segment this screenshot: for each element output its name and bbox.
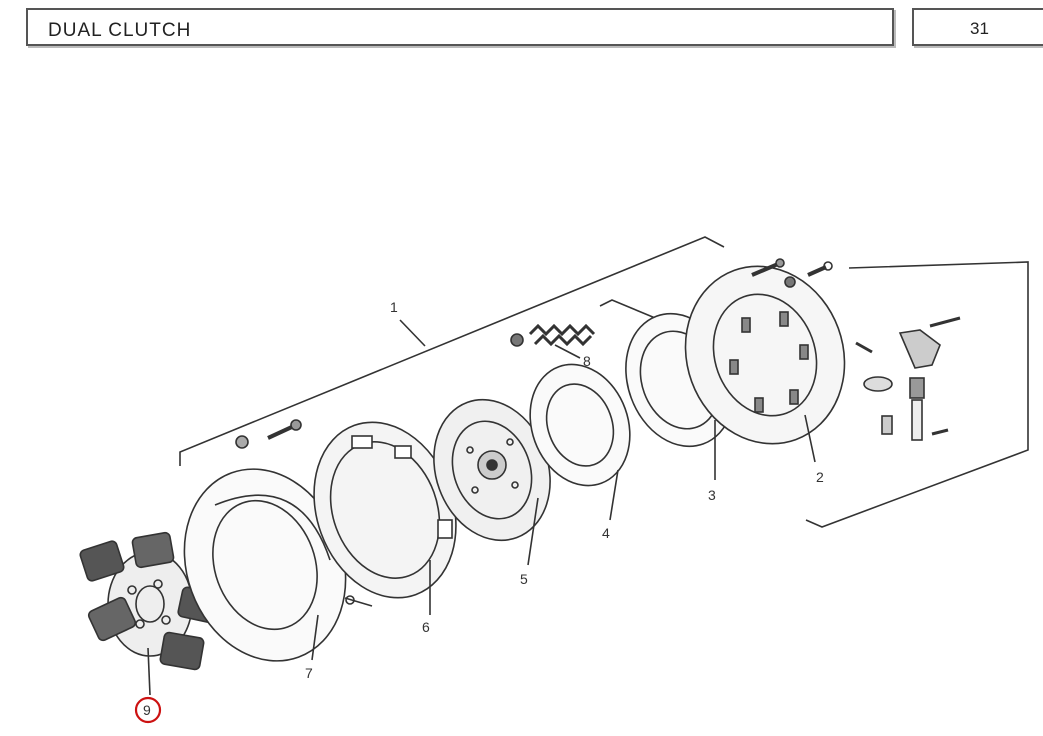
callout-leader-7 (311, 614, 319, 661)
callout-9: 9 (143, 702, 151, 718)
callout-6: 6 (422, 619, 430, 635)
title-box: DUAL CLUTCH (26, 8, 894, 46)
page-title: DUAL CLUTCH (48, 20, 192, 41)
callout-1: 1 (390, 299, 398, 315)
part-9-paddle-disc (79, 531, 221, 671)
part-8-springs (510, 323, 596, 347)
callout-leader-2 (804, 414, 816, 463)
highlight-circle-9 (134, 696, 162, 724)
part-4-friction-plate (529, 363, 631, 487)
callout-leader-1 (399, 319, 426, 347)
part-2-housing (684, 265, 846, 445)
callout-2: 2 (816, 469, 824, 485)
callout-3: 3 (708, 487, 716, 503)
right-bracket (805, 261, 1029, 528)
part-6-cover (313, 421, 457, 599)
assembly-bracket (179, 236, 725, 466)
page-number-box: 31 (912, 8, 1043, 46)
callout-leader-5 (527, 497, 539, 566)
sub-bracket (599, 299, 661, 321)
callout-5: 5 (520, 571, 528, 587)
callout-leader-9 (147, 647, 151, 696)
bolts-hardware (235, 258, 961, 449)
callout-leader-8 (554, 344, 581, 359)
part-7-ring (183, 468, 373, 662)
callout-8: 8 (583, 353, 591, 369)
callout-leader-4 (609, 469, 619, 521)
callout-4: 4 (602, 525, 610, 541)
page-number: 31 (970, 19, 989, 38)
callout-7: 7 (305, 665, 313, 681)
